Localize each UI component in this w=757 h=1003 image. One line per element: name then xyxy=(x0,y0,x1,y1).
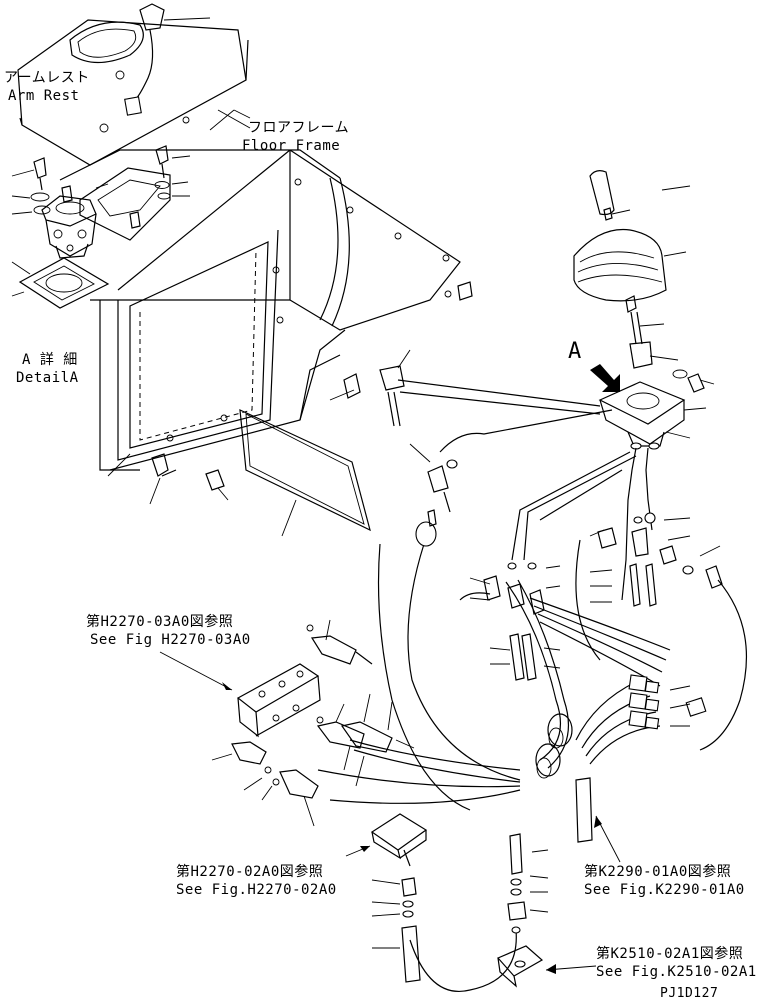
detail-a-valve xyxy=(11,157,110,309)
hose-fittings xyxy=(343,365,694,681)
ref-h2270-03a0-en: See Fig H2270-03A0 xyxy=(90,632,251,648)
sensor-fitting xyxy=(496,833,549,988)
floor-frame-label-en: Floor Frame xyxy=(242,138,341,154)
ref-k2510-02a1-jp: 第K2510-02A1図参照 xyxy=(596,946,744,962)
callout-a-letter: A xyxy=(568,339,582,364)
cable-bundle-clamp xyxy=(535,713,593,843)
ref-h2270-02a0-en: See Fig.H2270-02A0 xyxy=(176,882,337,898)
floor-frame xyxy=(59,109,473,471)
detail-a-label-jp: A 詳 細 xyxy=(22,352,78,368)
pressure-switch xyxy=(370,813,428,983)
ref-h2270-03a0-jp: 第H2270-03A0図参照 xyxy=(86,614,234,630)
part-callout-ticks xyxy=(211,349,721,827)
arm-rest-label-jp: アームレスト xyxy=(4,70,90,86)
solenoid-valve-block xyxy=(231,624,393,799)
callout-arrow-a xyxy=(590,364,620,392)
ref-h2270-02a0-jp: 第H2270-02A0図参照 xyxy=(176,864,324,880)
joystick-lever xyxy=(573,170,715,450)
reference-leaders xyxy=(159,109,621,974)
floor-frame-label-jp: フロアフレーム xyxy=(248,120,350,136)
arm-rest-label-en: Arm Rest xyxy=(8,88,80,104)
drawing-number: PJ1D127 xyxy=(660,986,719,1001)
electrical-connectors xyxy=(628,565,723,730)
hoses xyxy=(317,379,748,992)
detail-a-label-en: DetailA xyxy=(16,370,79,386)
arm-rest-bolts xyxy=(129,145,191,229)
ref-k2290-01a0-jp: 第K2290-01A0図参照 xyxy=(584,864,732,880)
arm-rest xyxy=(17,3,249,166)
ref-k2510-02a1-en: See Fig.K2510-02A1 xyxy=(596,964,757,980)
floor-cover-plate xyxy=(107,409,371,537)
ref-k2290-01a0-en: See Fig.K2290-01A0 xyxy=(584,882,745,898)
